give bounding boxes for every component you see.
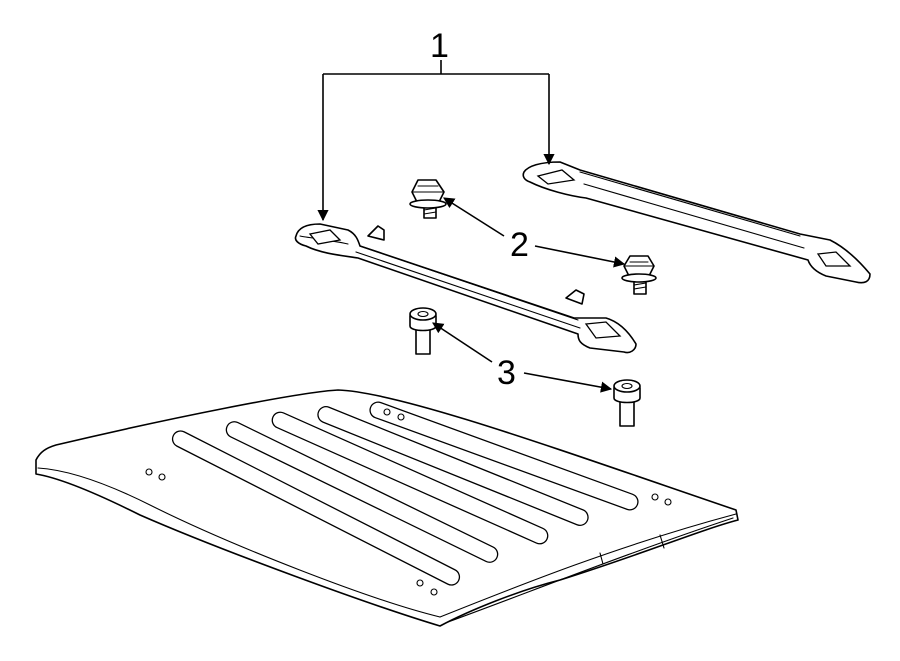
- roof-panel: [35, 389, 739, 627]
- rail-screw-left: [409, 307, 437, 355]
- callout-2-label: 2: [510, 226, 529, 264]
- roof-grooves: [171, 401, 639, 586]
- callout-1-leader: [317, 60, 555, 222]
- roof-rail-rear: [522, 161, 871, 284]
- roof-mounting-holes: [145, 408, 672, 596]
- callout-3-leaders: [432, 322, 613, 393]
- roof-rail-front: [294, 223, 637, 354]
- rail-screw-right: [613, 379, 641, 427]
- rail-bolt-upper: [409, 179, 447, 219]
- callout-1-label: 1: [430, 27, 449, 65]
- rail-bolt-lower: [621, 255, 657, 295]
- callout-2-leaders: [443, 197, 626, 268]
- callout-3-label: 3: [497, 354, 516, 392]
